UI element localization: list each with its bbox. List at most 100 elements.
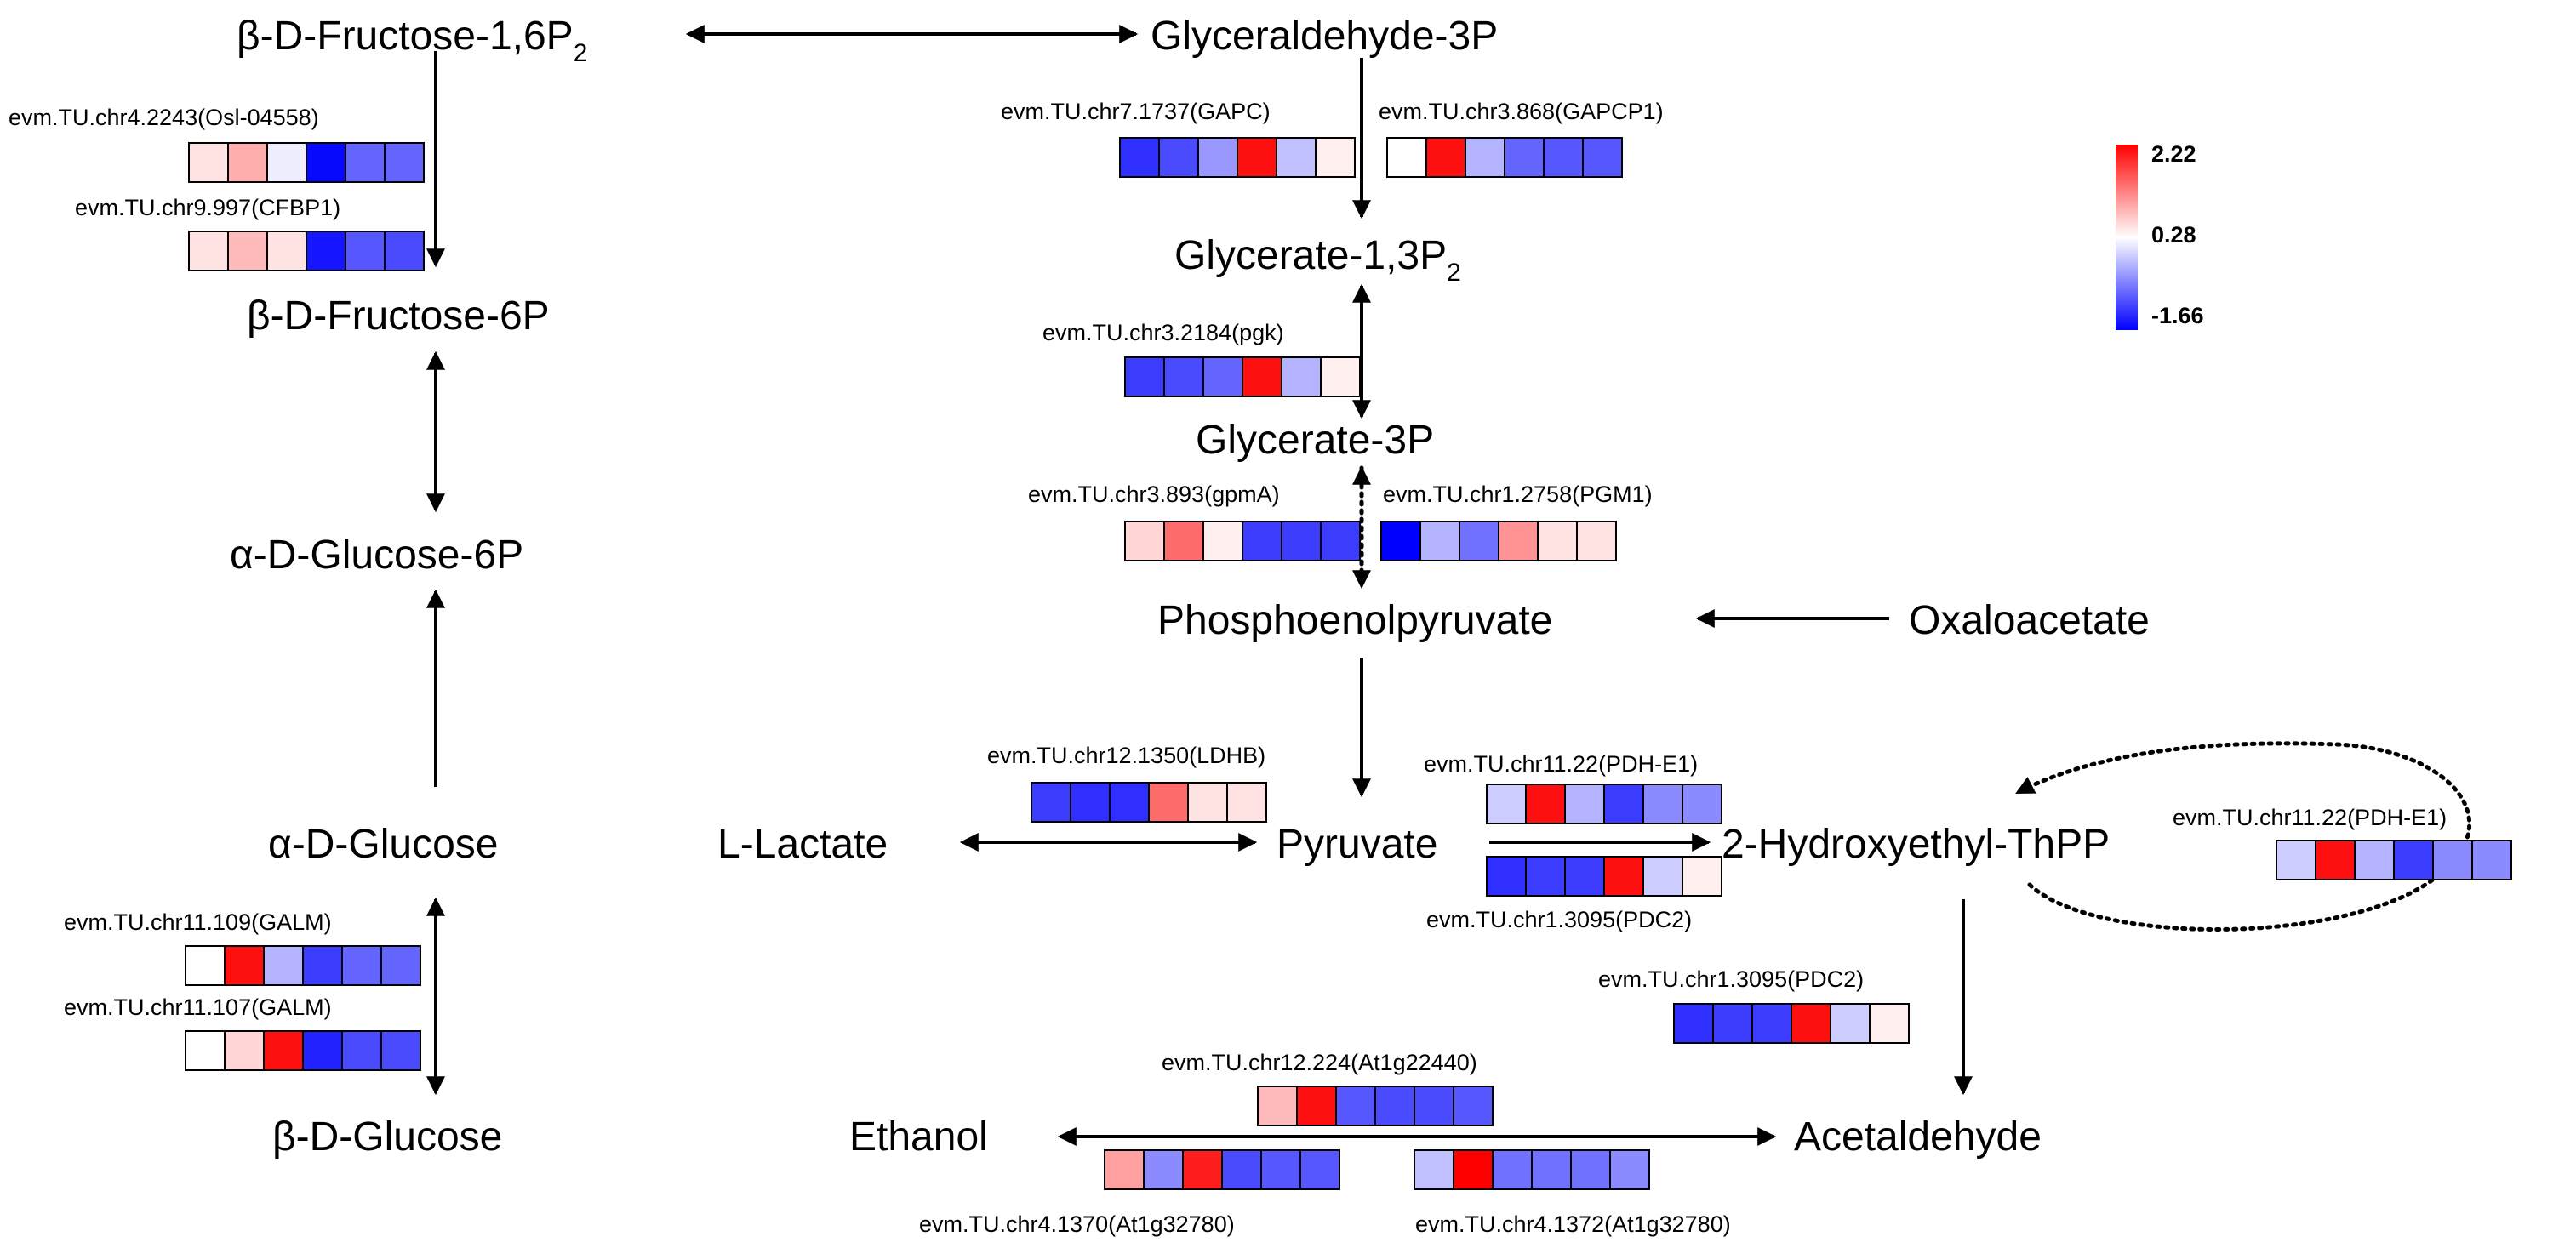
gene-pdh-e1-b: evm.TU.chr11.22(PDH-E1): [2173, 805, 2512, 880]
heatmap-cell: [185, 945, 226, 986]
heatmap-cell: [1525, 784, 1566, 824]
metabolite-oxaloacetate: Oxaloacetate: [1909, 598, 2150, 643]
heatmap-cell: [341, 945, 382, 986]
heatmap-cell: [1320, 521, 1361, 561]
heatmap-cell: [1158, 137, 1199, 178]
heatmap-cell: [1869, 1003, 1910, 1044]
heatmap-cell: [224, 1030, 265, 1071]
heatmap-cell: [2471, 840, 2512, 880]
gene-label: evm.TU.chr1.3095(PDC2): [1426, 907, 1692, 932]
gene-at1g32780-1370: evm.TU.chr4.1370(At1g32780): [919, 1149, 1340, 1237]
metabolite-ethanol: Ethanol: [849, 1114, 988, 1160]
heatmap-cell: [1751, 1003, 1792, 1044]
gene-ldhb: evm.TU.chr12.1350(LDHB): [987, 743, 1267, 823]
heatmap-cell: [1576, 521, 1617, 561]
heatmap-cell: [1603, 784, 1644, 824]
legend-colorbar: [2116, 145, 2138, 330]
heatmap-cell: [1414, 1149, 1454, 1190]
gene-pgm1: evm.TU.chr1.2758(PGM1): [1380, 482, 1653, 561]
heatmap-cell: [1564, 856, 1605, 897]
gene-heatmaps: evm.TU.chr4.2243(Osl-04558) evm.TU.chr9.…: [9, 99, 2512, 1237]
heatmap-cell: [1187, 782, 1228, 823]
gene-label: evm.TU.chr9.997(CFBP1): [75, 195, 340, 220]
gene-galm-109: evm.TU.chr11.109(GALM): [64, 909, 421, 986]
heatmap-cell: [1525, 856, 1566, 897]
heatmap-cell: [266, 142, 307, 183]
metabolite-fructose-16p2: β-D-Fructose-1,6P2: [237, 14, 587, 67]
heatmap-cell: [1531, 1149, 1572, 1190]
gene-pgk: evm.TU.chr3.2184(pgk): [1042, 320, 1361, 397]
heatmap-cell: [1642, 784, 1683, 824]
metabolite-glucose-6p: α-D-Glucose-6P: [230, 533, 523, 578]
metabolites: β-D-Fructose-1,6P2 Glyceraldehyde-3P Gly…: [230, 14, 2150, 1160]
heatmap-cell: [1425, 137, 1466, 178]
heatmap-cell: [227, 142, 268, 183]
metabolite-l-lactate: L-Lactate: [717, 822, 888, 867]
heatmap-cell: [224, 945, 265, 986]
metabolite-glycerate-3p: Glycerate-3P: [1196, 418, 1434, 463]
heatmap-cell: [1582, 137, 1623, 178]
metabolite-2-hydroxyethyl-thpp: 2-Hydroxyethyl-ThPP: [1722, 822, 2110, 867]
heatmap-cell: [1414, 1086, 1454, 1126]
heatmap-cell: [1031, 782, 1071, 823]
metabolite-glyceraldehyde-3p: Glyceraldehyde-3P: [1151, 14, 1498, 59]
heatmap-cell: [1104, 1149, 1145, 1190]
heatmap-cell: [1374, 1086, 1415, 1126]
gene-gapcp1: evm.TU.chr3.868(GAPCP1): [1379, 99, 1664, 178]
metabolite-glycerate-13p2: Glycerate-1,3P2: [1174, 233, 1461, 287]
heatmap-cell: [1237, 137, 1277, 178]
heatmap-cell: [384, 231, 425, 271]
metabolite-beta-glucose: β-D-Glucose: [272, 1114, 502, 1160]
gene-label: evm.TU.chr12.224(At1g22440): [1162, 1050, 1477, 1075]
heatmap-cell: [1609, 1149, 1650, 1190]
gene-cfbp1: evm.TU.chr9.997(CFBP1): [75, 195, 425, 271]
heatmap-cell: [1143, 1149, 1184, 1190]
heatmap-cell: [1564, 784, 1605, 824]
heatmap-cell: [1315, 137, 1356, 178]
gene-label: evm.TU.chr3.893(gpmA): [1028, 482, 1280, 507]
metabolite-acetaldehyde: Acetaldehyde: [1794, 1114, 2042, 1160]
heatmap-cell: [1242, 356, 1282, 397]
heatmap-cell: [341, 1030, 382, 1071]
heatmap-cell: [2393, 840, 2434, 880]
heatmap-cell: [188, 231, 229, 271]
metabolite-fructose-6p: β-D-Fructose-6P: [247, 293, 550, 339]
heatmap-cell: [1486, 784, 1527, 824]
heatmap-cell: [1221, 1149, 1262, 1190]
legend-mid-label: 0.28: [2151, 222, 2196, 248]
heatmap-cell: [384, 142, 425, 183]
heatmap-cell: [1459, 521, 1499, 561]
heatmap-cell: [1109, 782, 1150, 823]
heatmap-cell: [380, 945, 421, 986]
heatmap-cell: [1453, 1086, 1494, 1126]
heatmap-cell: [1830, 1003, 1871, 1044]
heatmap-cell: [1124, 356, 1165, 397]
heatmap-cell: [1486, 856, 1527, 897]
heatmap-cell: [1453, 1149, 1494, 1190]
heatmap-cell: [1276, 137, 1317, 178]
heatmap-cell: [1148, 782, 1189, 823]
heatmap-cell: [2432, 840, 2473, 880]
gene-galm-107: evm.TU.chr11.107(GALM): [64, 994, 421, 1071]
heatmap-cell: [306, 231, 346, 271]
heatmap-cell: [306, 142, 346, 183]
heatmap-cell: [1281, 356, 1322, 397]
heatmap-cell: [1242, 521, 1282, 561]
heatmap-cell: [1226, 782, 1267, 823]
heatmap-cell: [1419, 521, 1460, 561]
gene-label: evm.TU.chr4.1372(At1g32780): [1415, 1211, 1731, 1237]
heatmap-cell: [1682, 856, 1722, 897]
gene-gpma: evm.TU.chr3.893(gpmA): [1028, 482, 1361, 561]
legend-min-label: -1.66: [2151, 303, 2204, 328]
heatmap-cell: [1791, 1003, 1831, 1044]
heatmap-cell: [188, 142, 229, 183]
heatmap-cell: [1603, 856, 1644, 897]
gene-label: evm.TU.chr11.22(PDH-E1): [1424, 751, 1698, 777]
heatmap-cell: [2354, 840, 2395, 880]
heatmap-cell: [1070, 782, 1111, 823]
metabolite-phosphoenolpyruvate: Phosphoenolpyruvate: [1157, 598, 1552, 643]
heatmap-cell: [1498, 521, 1539, 561]
gene-pdc2-a: evm.TU.chr1.3095(PDC2): [1426, 856, 1722, 932]
heatmap-cell: [2315, 840, 2356, 880]
